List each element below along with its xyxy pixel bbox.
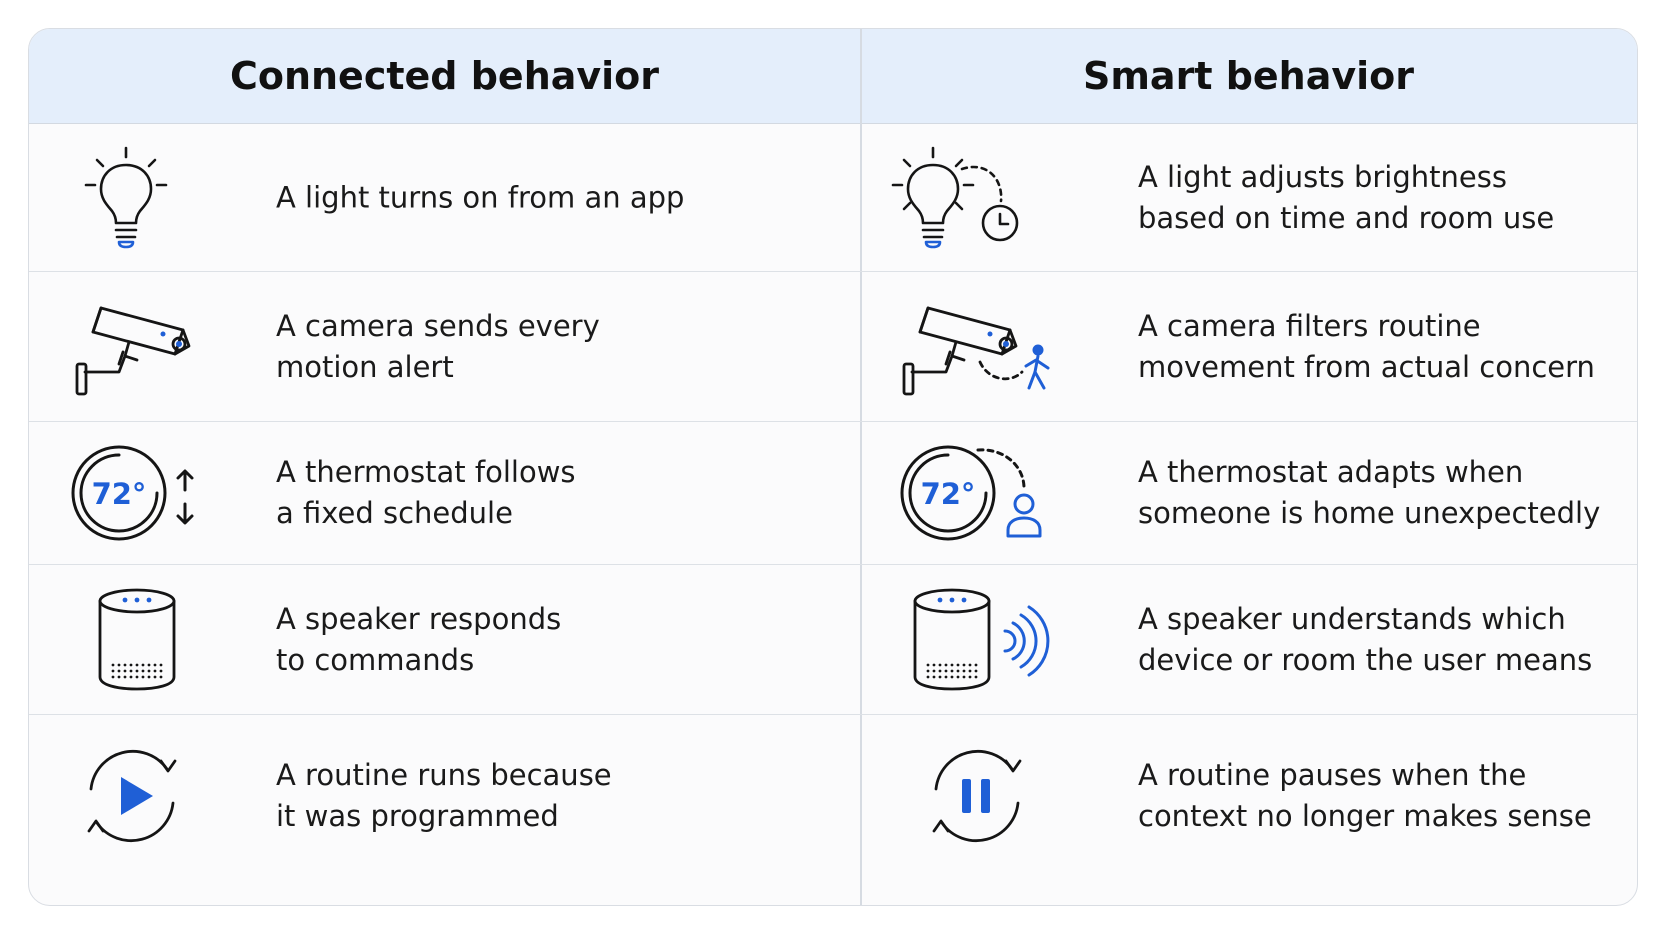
table-row-speaker: A speaker responds to commands: [29, 565, 1637, 715]
lightbulb-clock-icon: [891, 146, 1019, 248]
table-row-light: A light turns on from an app: [29, 124, 1637, 272]
connected-text-camera: A camera sends every motion alert: [276, 308, 600, 384]
table-header: Connected behavior Smart behavior: [29, 29, 1637, 124]
security-camera-person-icon: [902, 306, 1050, 395]
smart-cell-speaker: A speaker understands which device or ro…: [860, 565, 1637, 714]
lightbulb-icon: [84, 146, 168, 248]
connected-text-speaker: A speaker responds to commands: [276, 601, 562, 677]
smart-cell-routine: A routine pauses when the context no lon…: [860, 715, 1637, 905]
table-row-thermostat: 72° A thermostat follows a fixed schedul…: [29, 422, 1637, 565]
connected-cell-speaker: A speaker responds to commands: [29, 565, 860, 714]
routine-play-icon: [87, 749, 177, 842]
connected-cell-camera: A camera sends every motion alert: [29, 272, 860, 421]
smart-cell-camera: A camera filters routine movement from a…: [860, 272, 1637, 421]
connected-cell-routine: A routine runs because it was programmed: [29, 715, 860, 905]
thermostat-value: 72°: [92, 477, 147, 511]
table-row-routine: A routine runs because it was programmed…: [29, 715, 1637, 905]
table-row-camera: A camera sends every motion alert: [29, 272, 1637, 422]
thermostat-person-icon: 72°: [900, 445, 1042, 541]
column-divider: [860, 29, 862, 905]
smart-text-camera: A camera filters routine movement from a…: [1138, 308, 1595, 384]
connected-cell-thermostat: 72° A thermostat follows a fixed schedul…: [29, 422, 860, 564]
connected-text-light: A light turns on from an app: [276, 180, 685, 214]
security-camera-icon: [75, 306, 191, 395]
connected-text-thermostat: A thermostat follows a fixed schedule: [276, 455, 576, 530]
smart-text-routine: A routine pauses when the context no lon…: [1138, 757, 1592, 833]
connected-behavior-heading: Connected behavior: [229, 53, 660, 98]
routine-pause-icon: [932, 749, 1022, 842]
smart-speaker-icon: [98, 588, 176, 690]
comparison-table: Connected behavior Smart behavior: [28, 28, 1638, 906]
smart-text-speaker: A speaker understands which device or ro…: [1138, 601, 1593, 677]
smart-text-thermostat: A thermostat adapts when someone is home…: [1138, 455, 1601, 530]
smart-text-light: A light adjusts brightness based on time…: [1138, 159, 1555, 235]
connected-text-routine: A routine runs because it was programmed: [276, 757, 612, 833]
smart-behavior-heading: Smart behavior: [1082, 53, 1415, 98]
connected-cell-light: A light turns on from an app: [29, 124, 860, 271]
smart-cell-thermostat: 72° A thermostat adapts when someone is …: [860, 422, 1637, 564]
thermostat-value-smart: 72°: [921, 477, 976, 511]
smart-speaker-waves-icon: [913, 588, 1050, 690]
smart-cell-light: A light adjusts brightness based on time…: [860, 124, 1637, 271]
thermostat-arrows-icon: 72°: [71, 445, 194, 541]
